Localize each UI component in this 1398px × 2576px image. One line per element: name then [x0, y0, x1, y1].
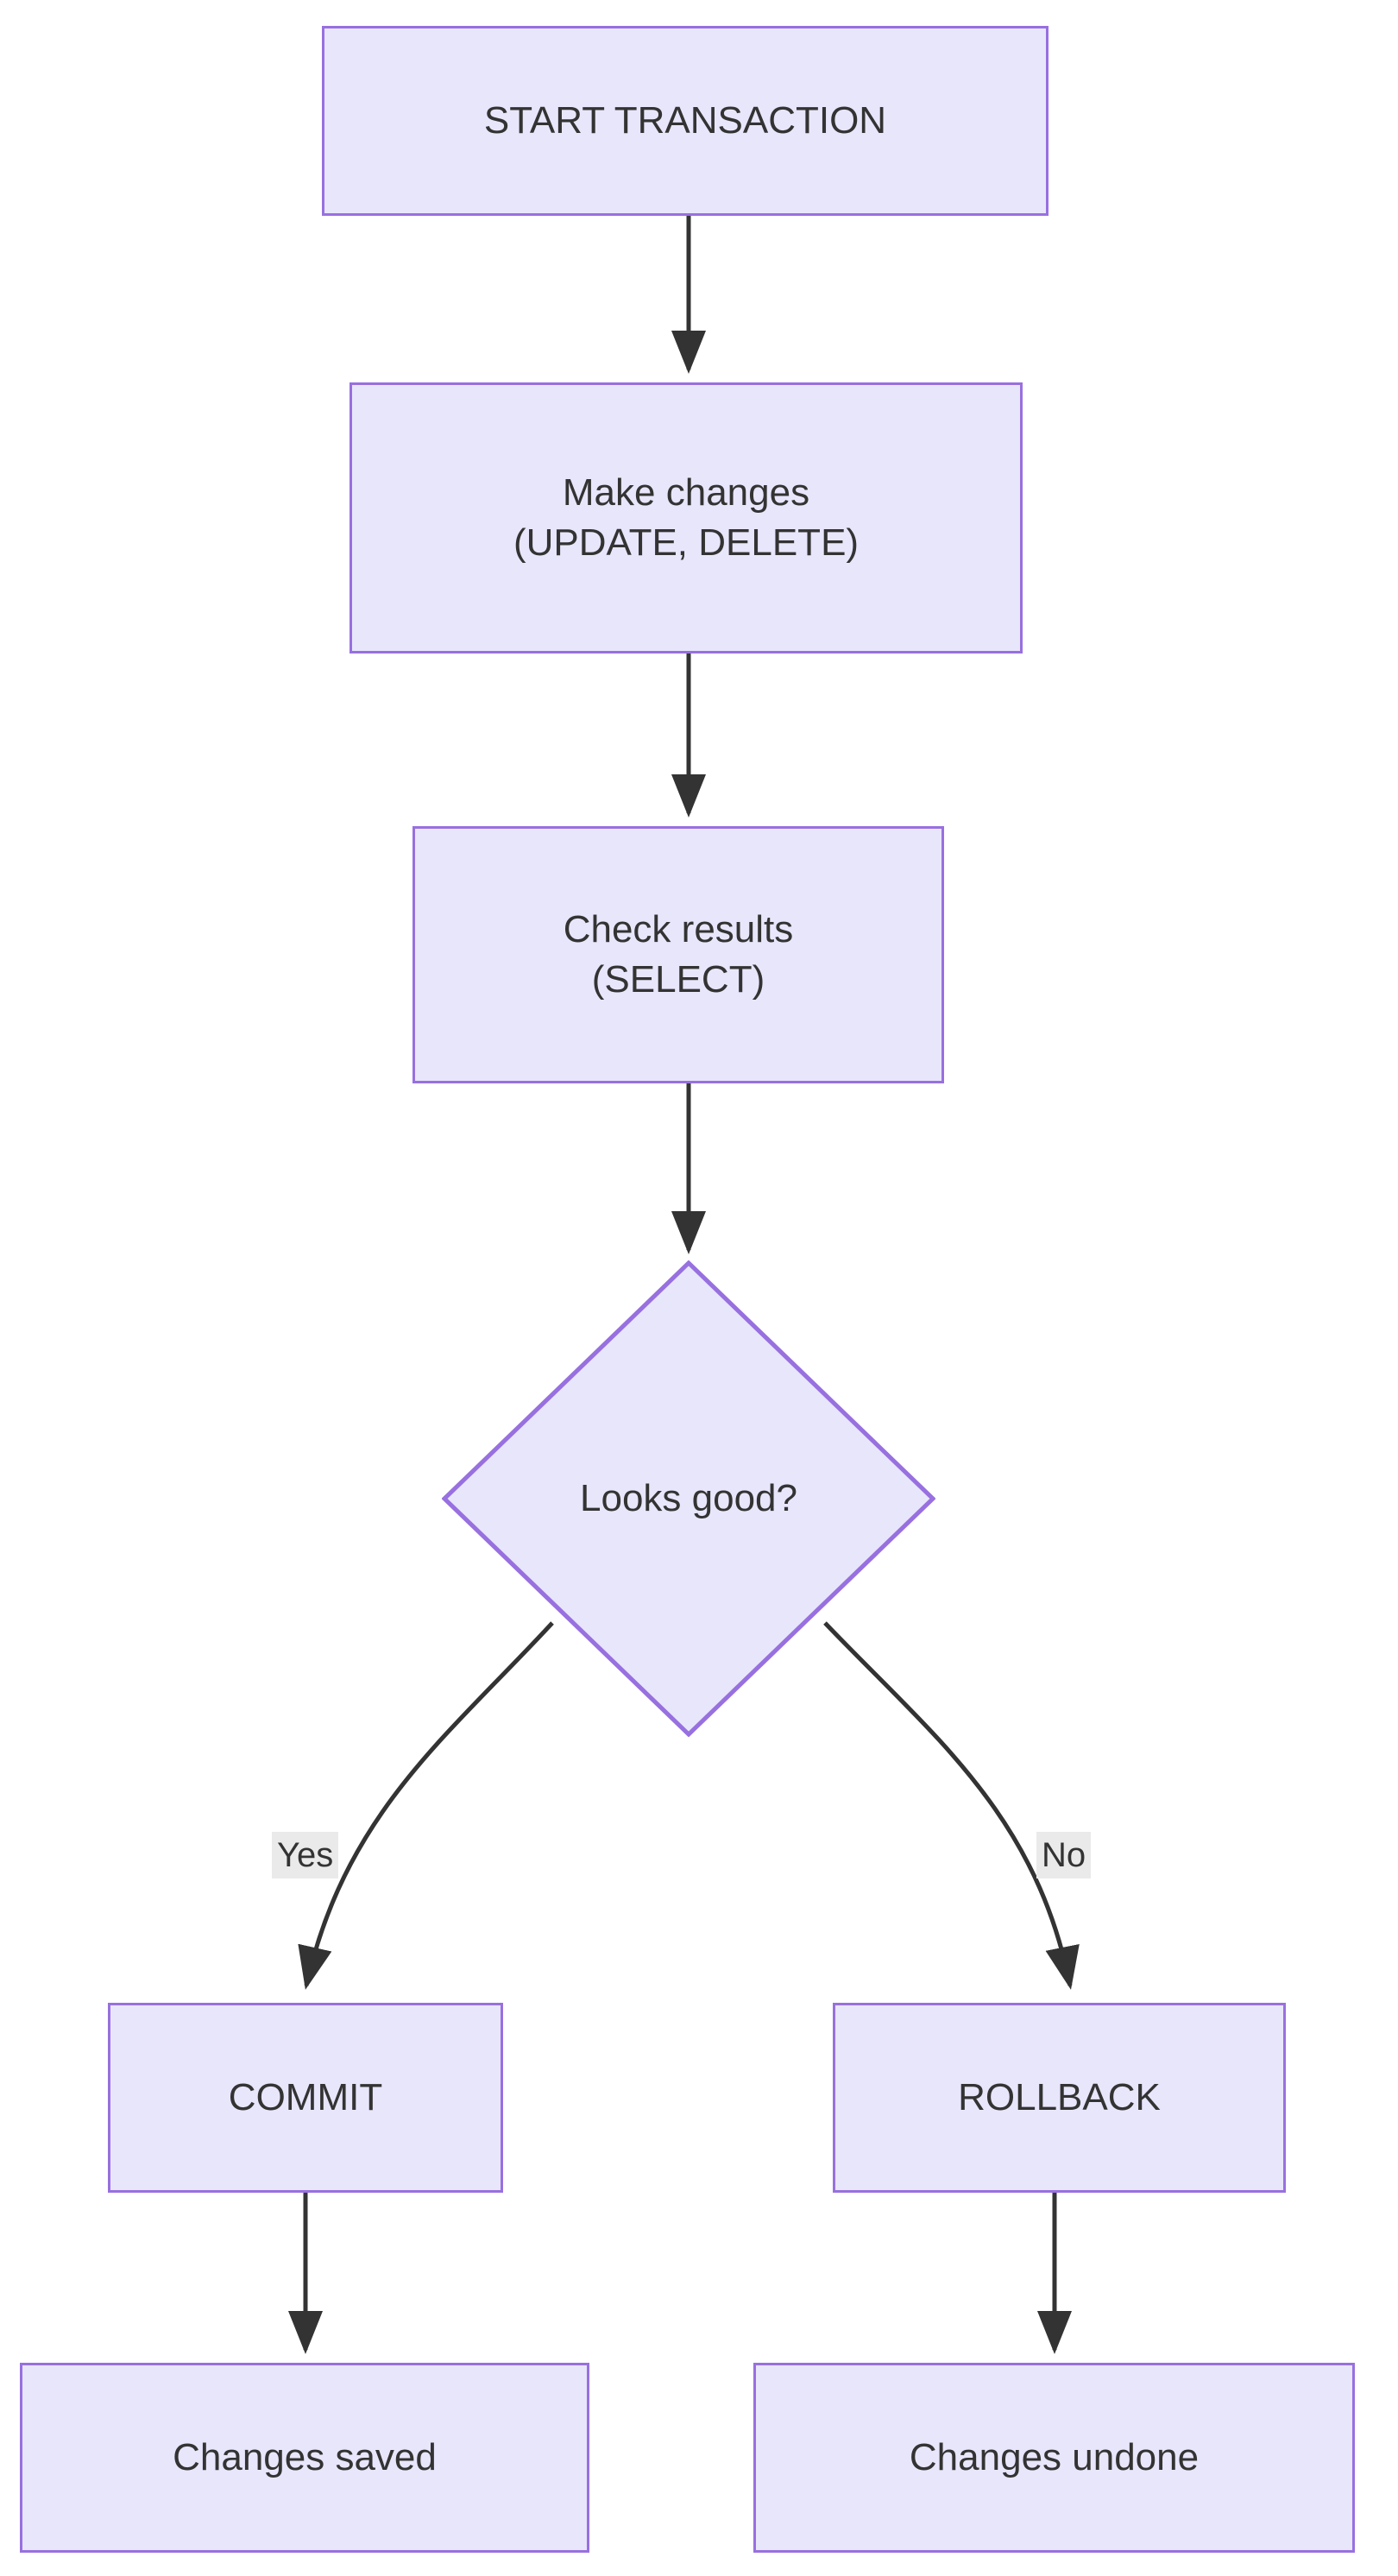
edge-decision-to-rollback: [823, 1621, 1080, 1990]
node-looks-good-label: Looks good?: [580, 1477, 797, 1519]
node-check-results[interactable]: Check results (SELECT): [412, 826, 944, 1083]
node-check-results-label: Check results (SELECT): [563, 907, 794, 1001]
edge-label-yes-text: Yes: [277, 1836, 334, 1874]
node-changes-saved-label: Changes saved: [173, 2435, 437, 2478]
node-rollback-label: ROLLBACK: [958, 2075, 1161, 2118]
node-changes-undone-label: Changes undone: [909, 2435, 1200, 2478]
edge-label-yes: Yes: [272, 1832, 339, 1878]
node-rollback[interactable]: ROLLBACK: [833, 2003, 1286, 2193]
node-start-transaction-label: START TRANSACTION: [483, 98, 887, 142]
node-make-changes[interactable]: Make changes (UPDATE, DELETE): [350, 382, 1023, 653]
node-start-transaction[interactable]: START TRANSACTION: [322, 26, 1048, 216]
edge-decision-to-commit: [298, 1621, 554, 1990]
node-make-changes-label: Make changes (UPDATE, DELETE): [513, 470, 860, 564]
node-changes-saved[interactable]: Changes saved: [20, 2363, 589, 2553]
edge-label-no-text: No: [1042, 1836, 1086, 1874]
node-commit-label: COMMIT: [228, 2075, 383, 2118]
node-commit[interactable]: COMMIT: [108, 2003, 503, 2193]
node-looks-good-decision[interactable]: Looks good?: [442, 1260, 935, 1737]
node-changes-undone[interactable]: Changes undone: [753, 2363, 1355, 2553]
diamond-shape: [442, 1260, 935, 1737]
edge-label-no: No: [1036, 1832, 1092, 1878]
